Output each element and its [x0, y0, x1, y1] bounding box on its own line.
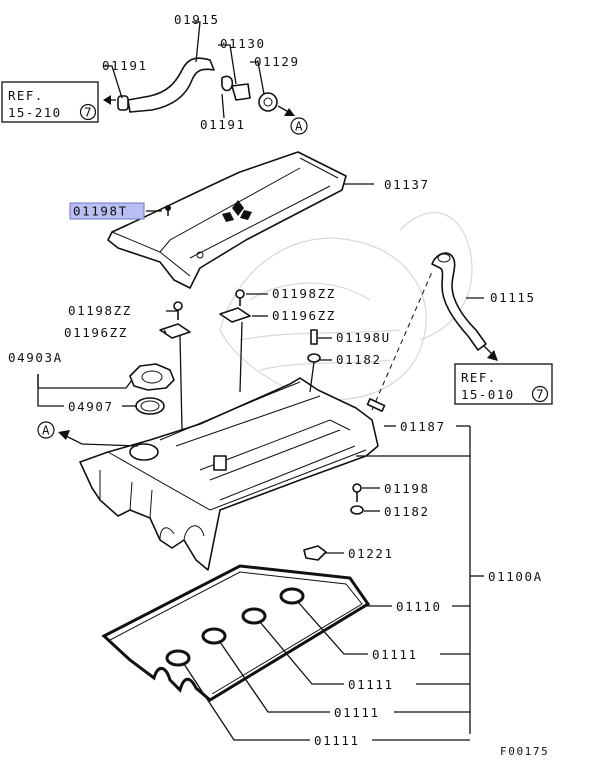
bolt-01198T[interactable]: [165, 205, 171, 216]
label-01129: 01129: [254, 54, 300, 69]
oil-cap-gasket-04907[interactable]: [135, 397, 165, 415]
watermark-logo: [219, 212, 473, 401]
label-01130: 01130: [220, 36, 266, 51]
ref-box-15-210[interactable]: REF. 15-210 7: [1, 81, 99, 123]
label-01137: 01137: [384, 177, 430, 192]
figure-code: F00175: [500, 745, 549, 758]
label-01110: 01110: [396, 599, 442, 614]
ref-circle-number: 7: [536, 387, 545, 402]
label-01221: 01221: [348, 546, 394, 561]
spark-plug-seal-01111-4[interactable]: [279, 587, 305, 605]
label-01198U: 01198U: [336, 330, 391, 345]
label-01196ZZ-left: 01196ZZ: [64, 325, 128, 340]
bolt-01198-lower[interactable]: [352, 483, 362, 502]
label-01100A: 01100A: [488, 569, 543, 584]
ventilation-hose-01115[interactable]: [431, 252, 487, 351]
label-01196ZZ-right: 01196ZZ: [272, 308, 336, 323]
ref-title: REF.: [461, 370, 497, 385]
rocker-cover-gasket-01110[interactable]: [101, 564, 371, 702]
label-01198: 01198: [384, 481, 430, 496]
bolt-01198ZZ-left[interactable]: [173, 301, 183, 320]
oil-filler-cap-04903A[interactable]: [129, 363, 175, 391]
breather-hose-group: [103, 21, 295, 119]
label-04907: 04907: [68, 399, 114, 414]
engine-cover-01137[interactable]: [107, 151, 347, 289]
label-01182-lower: 01182: [384, 504, 430, 519]
bolt-01198ZZ-right[interactable]: [235, 289, 245, 306]
spark-plug-seal-01111-3[interactable]: [241, 607, 267, 625]
label-01191-top: 01191: [102, 58, 148, 73]
svg-text:A: A: [295, 119, 304, 134]
spark-plug-seal-01111-2[interactable]: [201, 627, 227, 645]
label-01187: 01187: [400, 419, 446, 434]
marker-a-mid: A: [37, 421, 55, 439]
svg-text:A: A: [42, 423, 51, 438]
breather-hose-01915[interactable]: [127, 57, 215, 113]
hose-clamp-01191-left[interactable]: [117, 95, 129, 111]
label-01111-3: 01111: [334, 705, 380, 720]
pcv-valve-01130[interactable]: [231, 83, 251, 101]
label-01198ZZ-left: 01198ZZ: [68, 303, 132, 318]
label-01115: 01115: [490, 290, 536, 305]
ref-code: 15-010: [461, 387, 515, 402]
label-01182-upper: 01182: [336, 352, 382, 367]
label-01915: 01915: [174, 12, 220, 27]
washer-01182-lower[interactable]: [350, 505, 364, 515]
marker-a-top: A: [290, 117, 308, 135]
label-04903A: 04903A: [8, 350, 63, 365]
highlight-01198T: [69, 202, 145, 220]
grommet-01129[interactable]: [258, 92, 278, 112]
label-01111-1: 01111: [372, 647, 418, 662]
spark-plug-seal-01111-1[interactable]: [165, 649, 191, 667]
ref-title: REF.: [8, 88, 44, 103]
ref-box-15-010[interactable]: REF. 15-010 7: [454, 363, 553, 405]
label-01111-4: 01111: [314, 733, 360, 748]
label-01111-2: 01111: [348, 677, 394, 692]
stud-01187[interactable]: [366, 398, 386, 412]
label-01191-bottom: 01191: [200, 117, 246, 132]
bolt-01198U[interactable]: [310, 329, 318, 345]
label-01198T[interactable]: 01198T: [73, 204, 128, 219]
ref-code: 15-210: [8, 105, 62, 120]
hose-clamp-01191-right[interactable]: [221, 75, 234, 92]
ref-circle-number: 7: [84, 105, 93, 120]
rocker-cover-01100A[interactable]: [79, 377, 379, 571]
seal-01196ZZ-left[interactable]: [159, 323, 191, 339]
seal-01196ZZ-right[interactable]: [219, 307, 251, 323]
label-01198ZZ-right: 01198ZZ: [272, 286, 336, 301]
grommet-01221[interactable]: [303, 545, 327, 561]
washer-01182-upper[interactable]: [307, 353, 321, 363]
